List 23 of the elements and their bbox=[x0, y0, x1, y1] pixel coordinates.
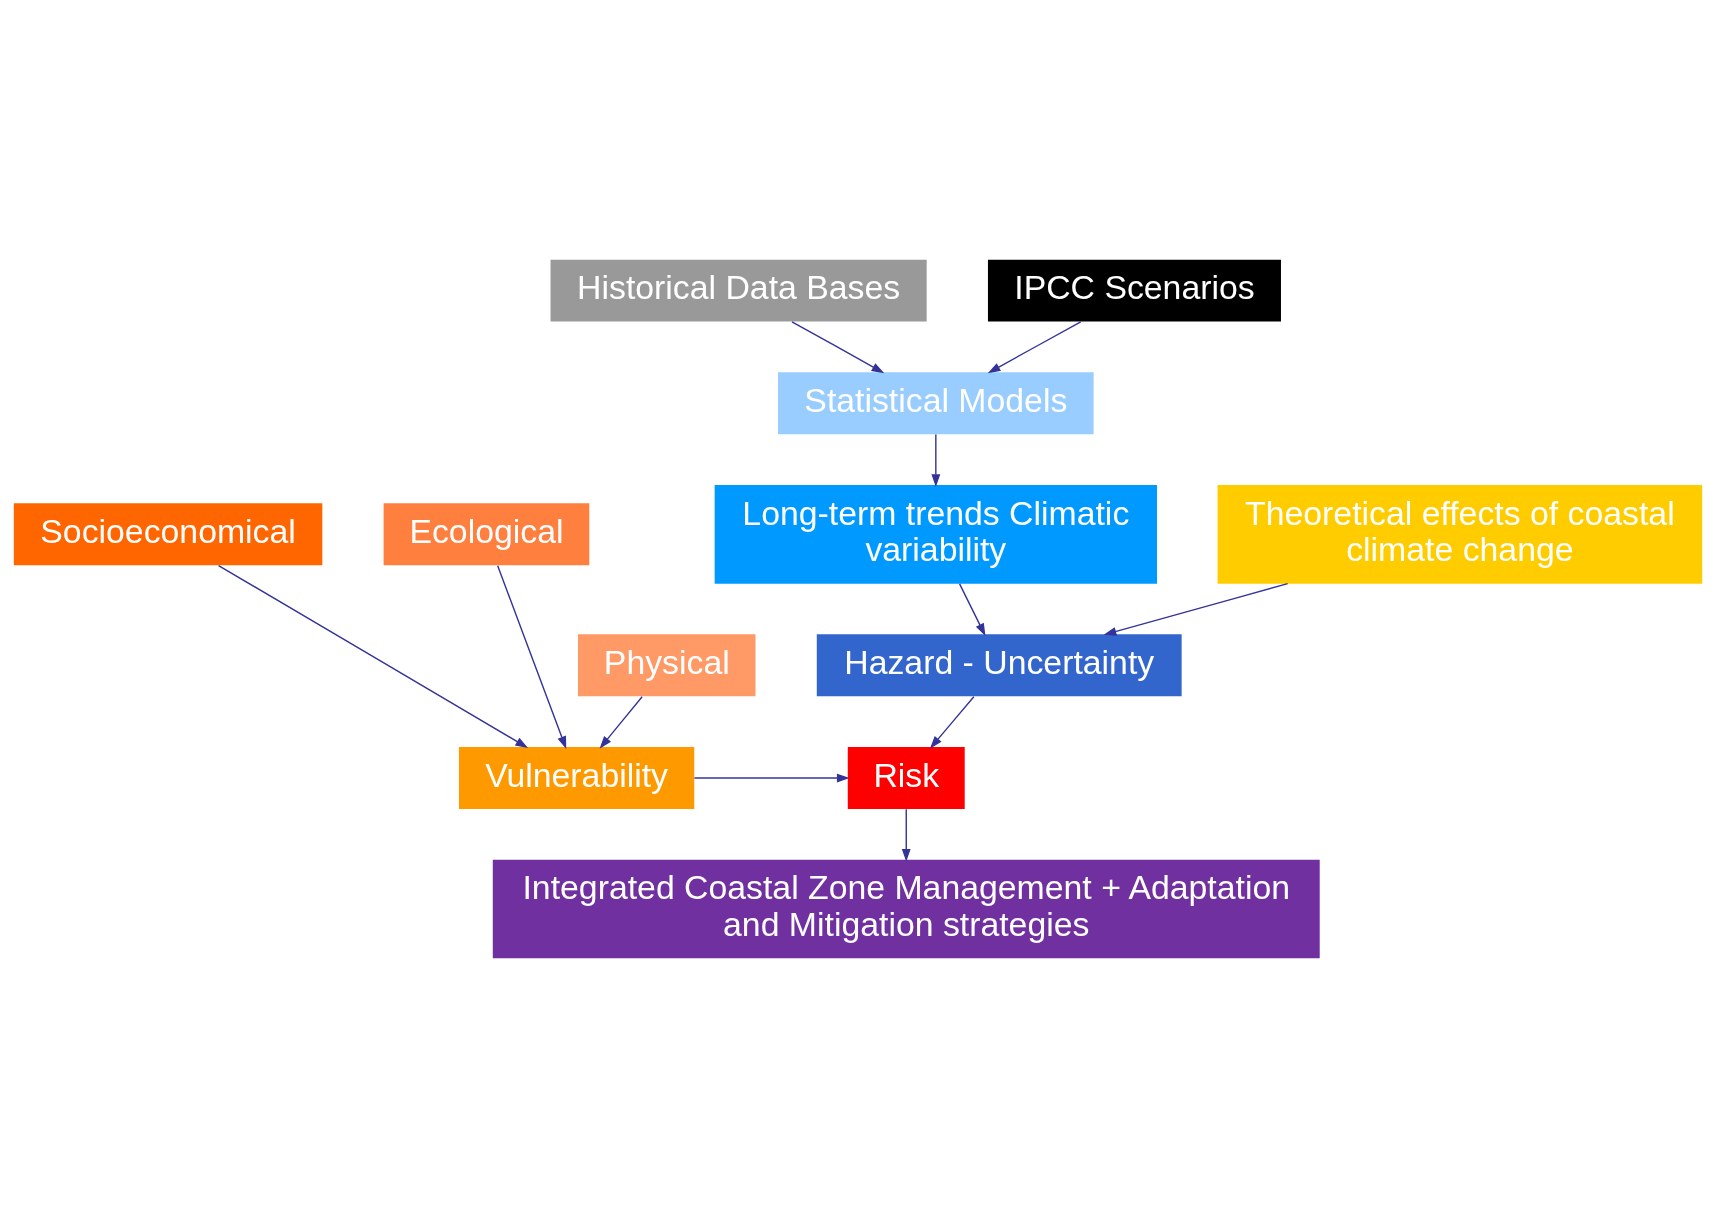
node-box: Ecological bbox=[383, 502, 590, 565]
node-box: Theoretical effects of coastal climate change bbox=[1217, 484, 1703, 584]
node-box: Hazard - Uncertainty bbox=[816, 633, 1182, 696]
arrow bbox=[958, 582, 986, 636]
node-box: Statistical Models bbox=[778, 371, 1094, 434]
arrow bbox=[693, 773, 850, 782]
arrow bbox=[497, 564, 567, 749]
node-box: Vulnerability bbox=[459, 746, 695, 809]
node-box: Physical bbox=[578, 633, 756, 696]
arrow bbox=[599, 695, 643, 749]
arrow bbox=[931, 433, 941, 487]
arrow bbox=[901, 808, 911, 862]
arrow bbox=[791, 320, 885, 373]
node-box: Historical Data Bases bbox=[550, 259, 927, 322]
arrow bbox=[987, 320, 1082, 373]
node-box: Integrated Coastal Zone Management + Adaptation and Mitigation strategies bbox=[492, 859, 1320, 958]
arrow bbox=[217, 564, 529, 748]
node-box: Long-term trends Climatic variability bbox=[714, 484, 1157, 584]
node-box: Socioeconomical bbox=[13, 502, 323, 565]
arrow bbox=[929, 695, 975, 749]
node-box: IPCC Scenarios bbox=[987, 259, 1281, 322]
arrow bbox=[1103, 582, 1289, 636]
node-box: Risk bbox=[847, 746, 965, 809]
